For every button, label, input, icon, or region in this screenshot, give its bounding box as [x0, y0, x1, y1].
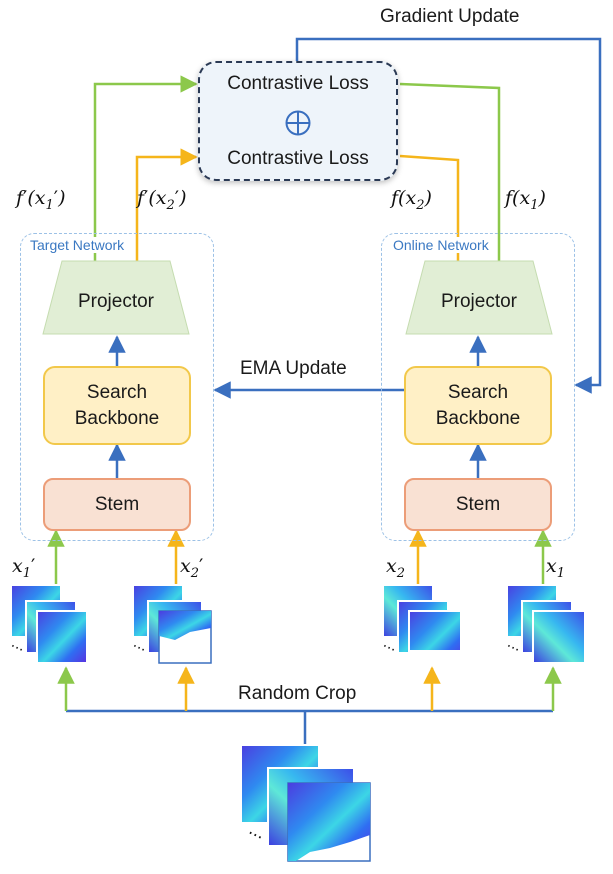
x1-label: x1 [546, 555, 565, 581]
target-x2-feature-arrow [135, 148, 198, 262]
target-x1-feature-arrow [93, 75, 198, 262]
online-backbone-line2: Backbone [435, 407, 521, 429]
x1-prime-label: x1′ [12, 555, 36, 581]
target-backbone-line1: Search [86, 381, 148, 403]
svg-text:···: ··· [129, 638, 148, 658]
target-projector-shape [42, 260, 190, 335]
online-network-label: Online Network [391, 237, 491, 253]
target-search-backbone: Search Backbone [43, 366, 191, 445]
contrastive-loss-bottom-label: Contrastive Loss [227, 148, 369, 169]
x1-prime-crop-stack: ··· [7, 584, 88, 664]
target-projector-label: Projector [77, 291, 155, 312]
gradient-update-label: Gradient Update [380, 6, 520, 27]
target-x1-feature-label: f′(x1′) [16, 187, 66, 213]
x2-prime-crop-stack: ··· [129, 584, 212, 664]
contrastive-loss-box: Contrastive Loss Contrastive Loss [198, 61, 398, 181]
circle-plus-icon [285, 110, 311, 136]
online-projector-label: Projector [440, 291, 518, 312]
random-crop-label: Random Crop [238, 683, 357, 704]
contrastive-loss-top-label: Contrastive Loss [227, 73, 369, 94]
x1-crop-stack: ··· [503, 584, 586, 664]
online-x2-feature-arrow [399, 154, 460, 262]
svg-text:···: ··· [7, 638, 26, 658]
x2-prime-label: x2′ [180, 555, 204, 581]
gradient-update-arrow [295, 37, 602, 394]
online-network-frame [381, 233, 575, 541]
online-projector-shape [405, 260, 553, 335]
online-x1-feature-label: f(x1) [505, 187, 546, 213]
source-image-stack: ··· [240, 744, 371, 862]
online-search-backbone: Search Backbone [404, 366, 552, 445]
svg-text:···: ··· [379, 638, 398, 658]
x2-label: x2 [386, 555, 405, 581]
target-x2-feature-label: f′(x2′) [137, 187, 187, 213]
svg-text:···: ··· [503, 638, 522, 658]
x2-crop-stack: ··· [379, 584, 462, 664]
target-network-label: Target Network [28, 237, 127, 253]
target-network-frame [20, 233, 214, 541]
online-stem: Stem [404, 478, 552, 531]
svg-text:···: ··· [244, 823, 266, 847]
target-stem: Stem [43, 478, 191, 531]
target-backbone-line2: Backbone [74, 407, 160, 429]
ema-update-label: EMA Update [240, 358, 347, 379]
online-x1-feature-arrow [399, 82, 501, 262]
online-x2-feature-label: f(x2) [391, 187, 432, 213]
online-backbone-line1: Search [447, 381, 509, 403]
